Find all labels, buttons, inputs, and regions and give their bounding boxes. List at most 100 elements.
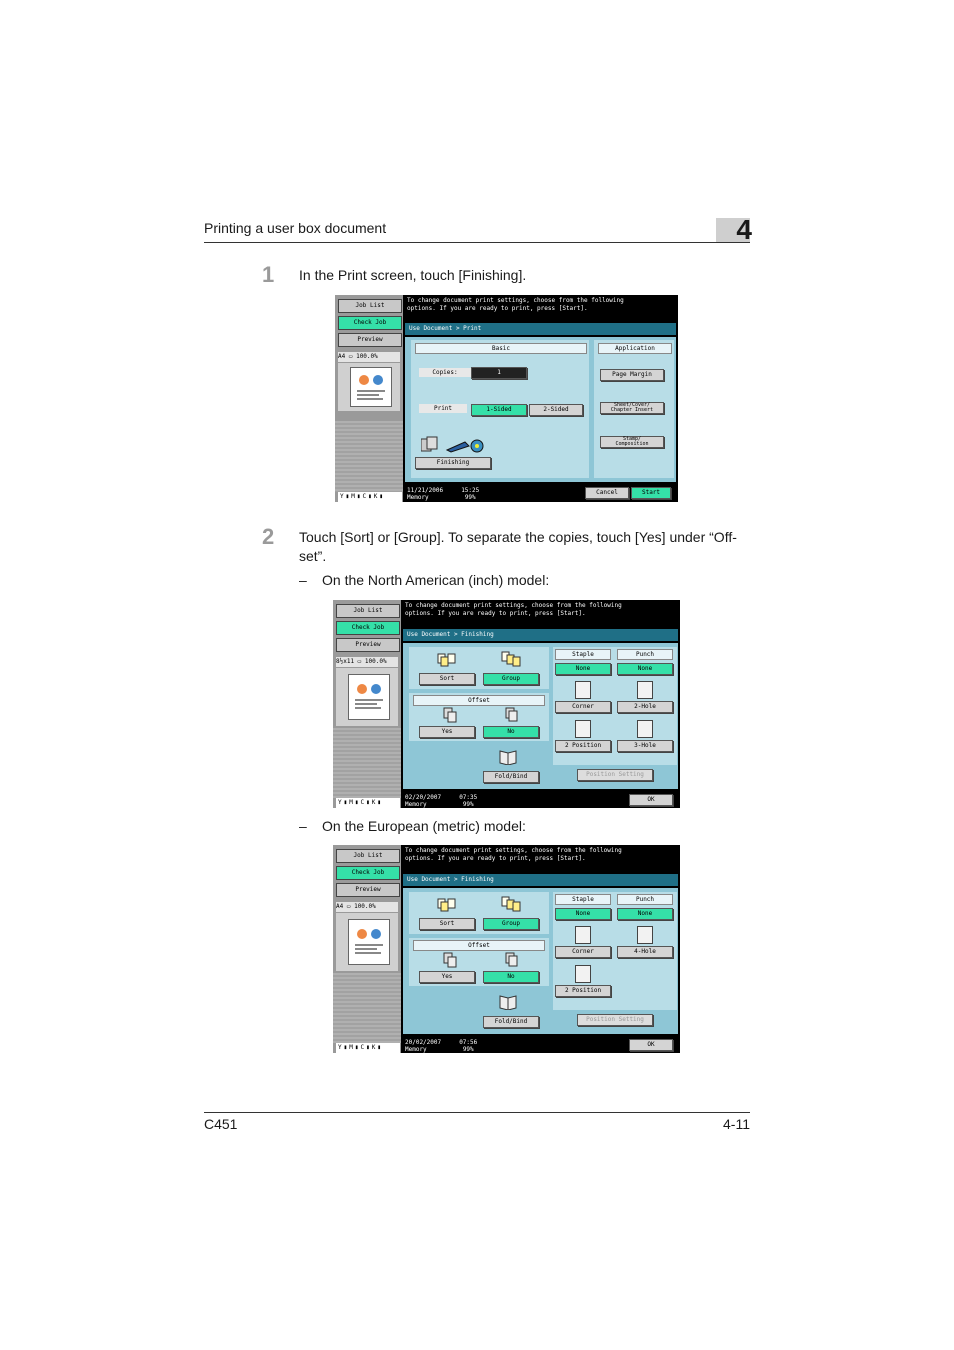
staple-punch-panel: Staple Punch None None Corner 4-Hole 2 P… <box>553 892 677 1010</box>
fold-bind-button[interactable]: Fold/Bind <box>483 771 539 783</box>
instruction-message: To change document print settings, choos… <box>405 847 678 867</box>
job-list-button[interactable]: Job List <box>338 299 402 313</box>
date-time: 02/20/2007 07:35 <box>405 794 477 801</box>
time: 07:56 <box>459 1039 478 1046</box>
toner-indicator: Y▮M▮C▮K▮ <box>338 492 402 502</box>
two-sided-button[interactable]: 2-Sided <box>529 404 583 416</box>
message-line: options. If you are ready to print, pres… <box>407 305 588 312</box>
sidebar: Job List Check Job Preview A4 ▭ 100.0% Y… <box>335 295 403 502</box>
preview-area <box>336 668 398 726</box>
step-text-line1: Touch [Sort] or [Group]. To separate the… <box>299 529 737 545</box>
toner-k: K <box>371 799 376 806</box>
preview-area <box>338 363 400 411</box>
cancel-button[interactable]: Cancel <box>585 487 629 499</box>
punch-none-button[interactable]: None <box>617 908 673 920</box>
main-panel: Sort Group Offset Yes No Fold/Bind Stapl… <box>403 643 678 789</box>
memory-label: Memory <box>407 494 429 501</box>
instruction-message: To change document print settings, choos… <box>407 297 676 317</box>
application-heading: Application <box>598 343 672 354</box>
screen-title: Use Document > Finishing <box>403 629 678 641</box>
fold-bind-button[interactable]: Fold/Bind <box>483 1016 539 1028</box>
punch-none-button[interactable]: None <box>617 663 673 675</box>
paper-info: 8½x11 ▭ 100.0% <box>336 657 398 667</box>
group-button[interactable]: Group <box>483 673 539 685</box>
toner-k: K <box>373 493 378 500</box>
three-hole-button[interactable]: 3-Hole <box>617 740 673 752</box>
staple-none-button[interactable]: None <box>555 663 611 675</box>
offset-heading: Offset <box>413 695 545 706</box>
two-hole-icon <box>637 681 653 699</box>
preview-button[interactable]: Preview <box>338 333 402 347</box>
offset-panel: Offset Yes No <box>409 693 549 741</box>
memory-value: 99% <box>464 494 476 501</box>
toner-y: Y <box>340 493 344 500</box>
position-setting-button[interactable]: Position Setting <box>577 1014 653 1026</box>
chapter-number: 4 <box>736 214 752 245</box>
footer-rule <box>204 1112 750 1113</box>
memory-info: Memory 99% <box>405 801 474 808</box>
job-list-button[interactable]: Job List <box>336 849 400 863</box>
punch-heading: Punch <box>617 649 673 660</box>
offset-yes-icon <box>443 707 457 723</box>
memory-info: Memory 99% <box>405 1046 474 1053</box>
offset-panel: Offset Yes No <box>409 938 549 986</box>
one-sided-button[interactable]: 1-Sided <box>471 404 527 416</box>
step-number: 1 <box>262 262 275 287</box>
sort-button[interactable]: Sort <box>419 918 475 930</box>
four-hole-button[interactable]: 4-Hole <box>617 946 673 958</box>
step-text-line2: set”. <box>299 548 327 564</box>
memory-value: 99% <box>462 1046 474 1053</box>
offset-no-button[interactable]: No <box>483 971 539 983</box>
main-panel: Basic Copies: 1 Print 1-Sided 2-Sided Fi… <box>405 337 676 482</box>
stamp-composition-button[interactable]: Stamp/Composition <box>600 436 664 448</box>
message-line: options. If you are ready to print, pres… <box>405 610 586 617</box>
sort-button[interactable]: Sort <box>419 673 475 685</box>
toner-y: Y <box>338 799 342 806</box>
offset-yes-button[interactable]: Yes <box>419 726 475 738</box>
date: 02/20/2007 <box>405 794 442 801</box>
basic-panel: Basic Copies: 1 Print 1-Sided 2-Sided Fi… <box>411 340 589 478</box>
date-time: 20/02/2007 07:56 <box>405 1039 477 1046</box>
corner-button[interactable]: Corner <box>555 946 611 958</box>
position-setting-button[interactable]: Position Setting <box>577 769 653 781</box>
memory-info: Memory 99% <box>407 494 476 501</box>
sheet-cover-button[interactable]: Sheet/Cover/Chapter Insert <box>600 402 664 414</box>
paper-size: 8½x11 <box>336 658 355 665</box>
bullet-dash: – <box>299 818 307 834</box>
corner-button[interactable]: Corner <box>555 701 611 713</box>
offset-heading: Offset <box>413 940 545 951</box>
ok-button[interactable]: OK <box>629 1039 673 1051</box>
toner-c: C <box>360 1044 365 1051</box>
ok-button[interactable]: OK <box>629 794 673 806</box>
status-bar: 20/02/2007 07:56 Memory 99% OK <box>403 1037 678 1053</box>
step-text: In the Print screen, touch [Finishing]. <box>299 267 527 283</box>
thumbnail-graphic-icon <box>355 684 383 709</box>
group-button[interactable]: Group <box>483 918 539 930</box>
staple-none-button[interactable]: None <box>555 908 611 920</box>
preview-button[interactable]: Preview <box>336 638 400 652</box>
finishing-screen-metric: Job List Check Job Preview A4 ▭ 100.0% Y… <box>333 845 680 1053</box>
toner-y: Y <box>338 1044 342 1051</box>
preview-button[interactable]: Preview <box>336 883 400 897</box>
two-hole-button[interactable]: 2-Hole <box>617 701 673 713</box>
offset-yes-button[interactable]: Yes <box>419 971 475 983</box>
finishing-screen-inch: Job List Check Job Preview 8½x11 ▭ 100.0… <box>333 600 680 808</box>
check-job-button[interactable]: Check Job <box>338 316 402 330</box>
two-position-button[interactable]: 2 Position <box>555 985 611 997</box>
finishing-button[interactable]: Finishing <box>415 457 491 469</box>
zoom-level: 100.0% <box>354 903 376 910</box>
two-position-button[interactable]: 2 Position <box>555 740 611 752</box>
status-bar: 02/20/2007 07:35 Memory 99% OK <box>403 792 678 808</box>
screen-title: Use Document > Finishing <box>403 874 678 886</box>
two-position-icon <box>575 965 591 983</box>
sidebar-stripes <box>333 728 401 798</box>
group-icon <box>501 651 521 667</box>
toner-m: M <box>349 799 353 806</box>
check-job-button[interactable]: Check Job <box>336 866 400 880</box>
copies-field[interactable]: 1 <box>471 367 527 379</box>
offset-no-button[interactable]: No <box>483 726 539 738</box>
page-margin-button[interactable]: Page Margin <box>600 369 664 381</box>
job-list-button[interactable]: Job List <box>336 604 400 618</box>
check-job-button[interactable]: Check Job <box>336 621 400 635</box>
start-button[interactable]: Start <box>631 487 671 499</box>
